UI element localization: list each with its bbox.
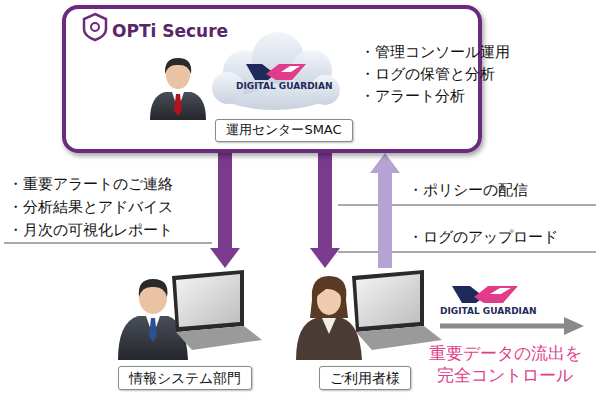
report-item: ・月次の可視化レポート xyxy=(8,221,173,240)
user-node: ご利用者様 xyxy=(285,268,445,394)
brand-logo-text: DIGITAL GUARDIAN xyxy=(440,306,536,318)
opti-logo xyxy=(84,14,106,40)
flow-arrow xyxy=(440,317,584,335)
arrow-shaft xyxy=(218,153,232,248)
dg-logo xyxy=(452,286,518,303)
center-label-box: 運用センターSMAC xyxy=(215,119,352,142)
it-department-node: 情報システム部門 xyxy=(105,268,265,394)
report-item: ・重要アラートのご連絡 xyxy=(8,175,173,194)
node-text: 情報システム部門 xyxy=(118,366,252,390)
dg-logo xyxy=(246,64,306,80)
arrow-head xyxy=(370,153,400,173)
flow-arrow xyxy=(310,153,340,268)
flow-arrow xyxy=(370,153,400,268)
service-bullet: ・管理コンソール運用 xyxy=(360,43,510,61)
node-text: 運用センターSMAC xyxy=(226,122,341,139)
tagline: 重要データの流出を 完全コントロール xyxy=(418,342,592,386)
arrow-head xyxy=(210,248,240,268)
leader-line xyxy=(338,205,596,206)
brand-logo-text: DIGITAL GUARDIAN xyxy=(236,81,332,93)
arrow-shaft xyxy=(378,173,392,268)
arrow-head xyxy=(310,248,340,268)
cloud xyxy=(212,32,340,110)
user-figure xyxy=(296,276,362,360)
arrow-shaft xyxy=(318,153,332,248)
laptop xyxy=(172,270,262,350)
operator-figure xyxy=(150,58,206,120)
brand-logo-text: OPTi Secure xyxy=(112,21,228,41)
flow-note: ・ログのアップロード xyxy=(408,228,558,247)
flow-note: ・ポリシーの配信 xyxy=(408,181,528,200)
center-panel: OPTi Secure・管理コンソール運用・ログの保管と分析・アラート分析運用セ… xyxy=(62,5,482,153)
laptop xyxy=(352,270,442,350)
node-text: ご利用者様 xyxy=(319,366,411,390)
report-item: ・分析結果とアドバイス xyxy=(8,198,173,217)
leader-line xyxy=(4,243,212,244)
flow-arrow xyxy=(210,153,240,268)
leader-line xyxy=(338,252,596,253)
service-bullet: ・ログの保管と分析 xyxy=(360,65,495,83)
service-bullet: ・アラート分析 xyxy=(360,87,465,105)
